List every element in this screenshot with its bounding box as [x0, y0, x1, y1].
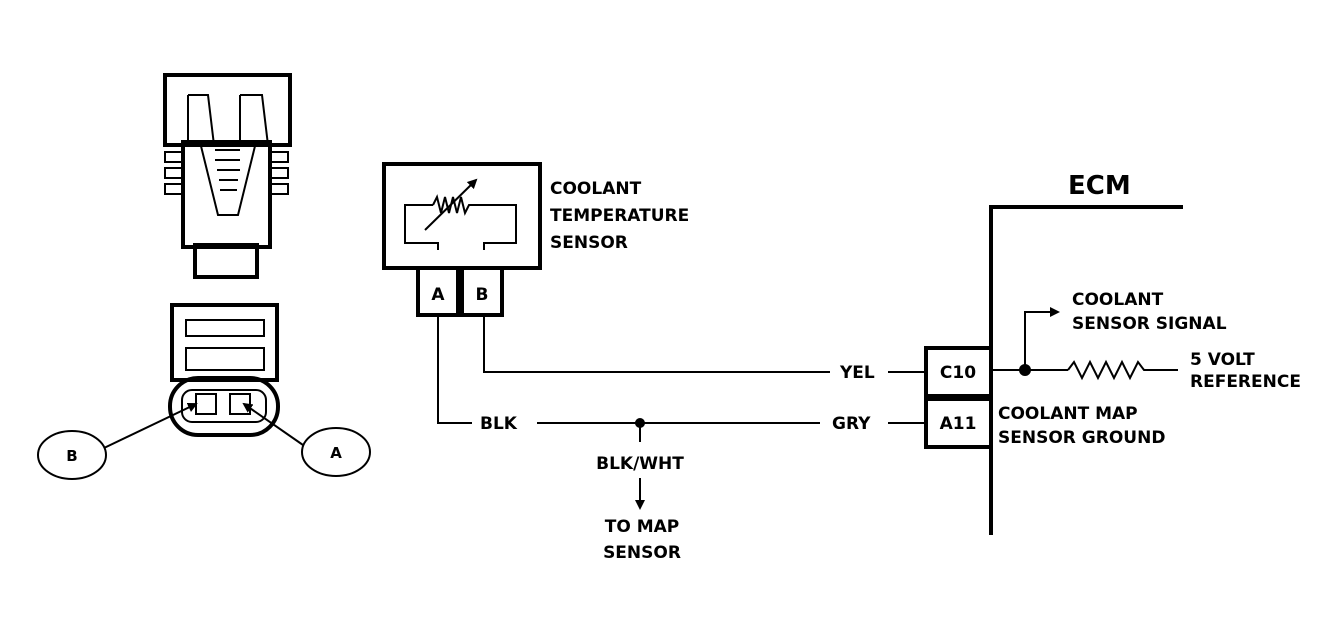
callout-b-label: B [66, 447, 77, 465]
sensor-pin-b-label: B [476, 285, 489, 305]
ecm-reference-line-1: 5 VOLT [1190, 350, 1255, 370]
connector-side-view [163, 73, 292, 279]
ecm-signal-line-2: SENSOR SIGNAL [1072, 314, 1227, 334]
connector-front-view [168, 303, 280, 437]
wire-blk [437, 315, 925, 428]
ecm-ground-line-1: COOLANT MAP [998, 404, 1138, 424]
callout-a: A [242, 402, 371, 477]
wire-blk-wht-label: BLK/WHT [596, 454, 684, 474]
wire-yel-label: YEL [839, 363, 875, 383]
to-map-sensor-line-1: TO MAP [605, 517, 680, 537]
sensor-pin-b-box [460, 266, 504, 317]
ecm-pin-a11-label: A11 [940, 414, 977, 434]
sensor-label-line-1: COOLANT [550, 179, 642, 199]
sensor-label-line-3: SENSOR [550, 233, 628, 253]
wire-yel [483, 315, 925, 373]
callout-b: B [37, 402, 198, 480]
ecm-signal-line-1: COOLANT [1072, 290, 1164, 310]
ecm-reference-line-2: REFERENCE [1190, 372, 1301, 392]
wire-blk-label: BLK [480, 414, 518, 434]
coolant-temperature-sensor: A B [382, 162, 542, 317]
ecm-ground-line-2: SENSOR GROUND [998, 428, 1165, 448]
callout-a-label: A [330, 444, 342, 462]
ecm-pin-a11-box [924, 397, 993, 449]
sensor-pin-a-label: A [431, 285, 445, 305]
ecm-title: ECM [1068, 171, 1131, 201]
sensor-label-line-2: TEMPERATURE [550, 206, 689, 226]
to-map-sensor-line-2: SENSOR [603, 543, 681, 563]
wire-gry-label: GRY [832, 414, 871, 434]
ecm-module: C10 A11 [924, 205, 1183, 535]
ecm-pin-c10-label: C10 [940, 363, 976, 383]
ecm-pin-c10-box [924, 346, 993, 398]
ecm-internal-circuit [991, 307, 1178, 381]
